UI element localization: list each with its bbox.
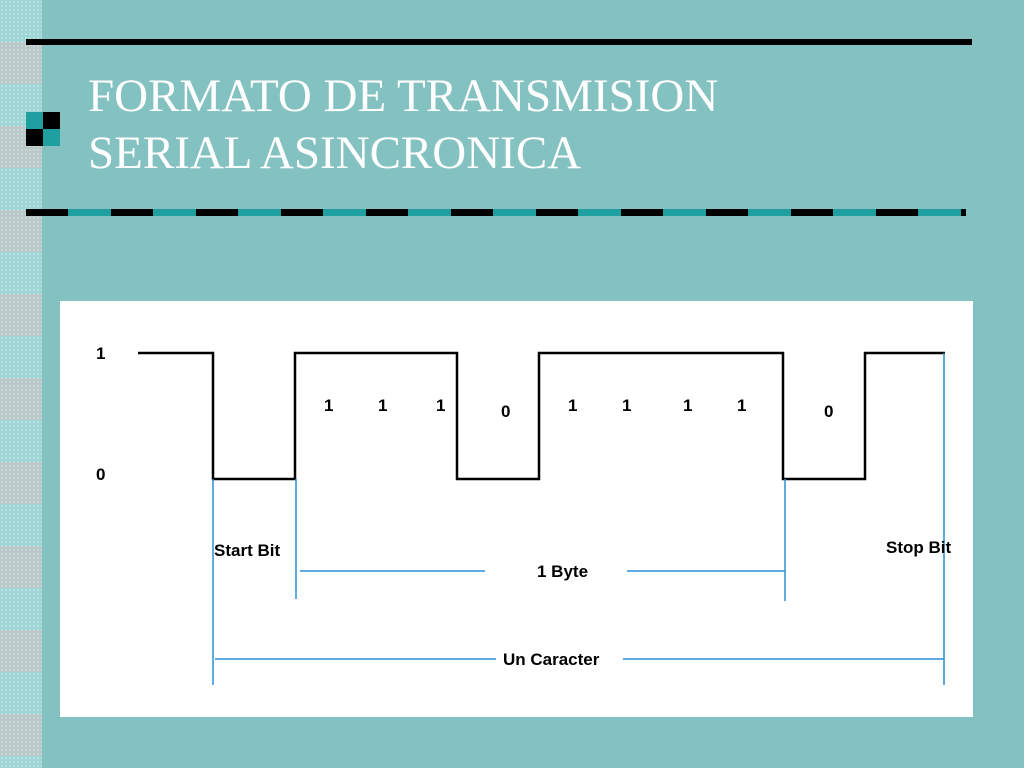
character-label: Un Caracter (503, 650, 600, 669)
title-bullet-icon (26, 112, 60, 146)
slide-title-line-2: SERIAL ASINCRONICA (88, 127, 582, 179)
level-low-label: 0 (96, 465, 105, 484)
bit-label: 1 (324, 396, 333, 415)
bit-label: 1 (568, 396, 577, 415)
bit-label: 1 (436, 396, 445, 415)
bit-labels: 1 1 1 0 1 1 1 1 0 (324, 396, 833, 421)
signal-waveform (138, 351, 945, 481)
top-rule (26, 39, 972, 45)
level-high-label: 1 (96, 344, 105, 363)
bit-label: 0 (501, 402, 510, 421)
slide-title-line-1: FORMATO DE TRANSMISION (88, 70, 719, 122)
bit-label: 1 (622, 396, 631, 415)
title-underline (26, 209, 966, 216)
byte-label: 1 Byte (537, 562, 588, 581)
bit-label: 1 (683, 396, 692, 415)
bit-label: 1 (378, 396, 387, 415)
slide-title: FORMATO DE TRANSMISION SERIAL ASINCRONIC… (88, 68, 968, 182)
bit-label: 0 (824, 402, 833, 421)
stop-bit-label: Stop Bit (886, 538, 951, 557)
start-bit-label: Start Bit (214, 541, 280, 560)
bit-label: 1 (737, 396, 746, 415)
